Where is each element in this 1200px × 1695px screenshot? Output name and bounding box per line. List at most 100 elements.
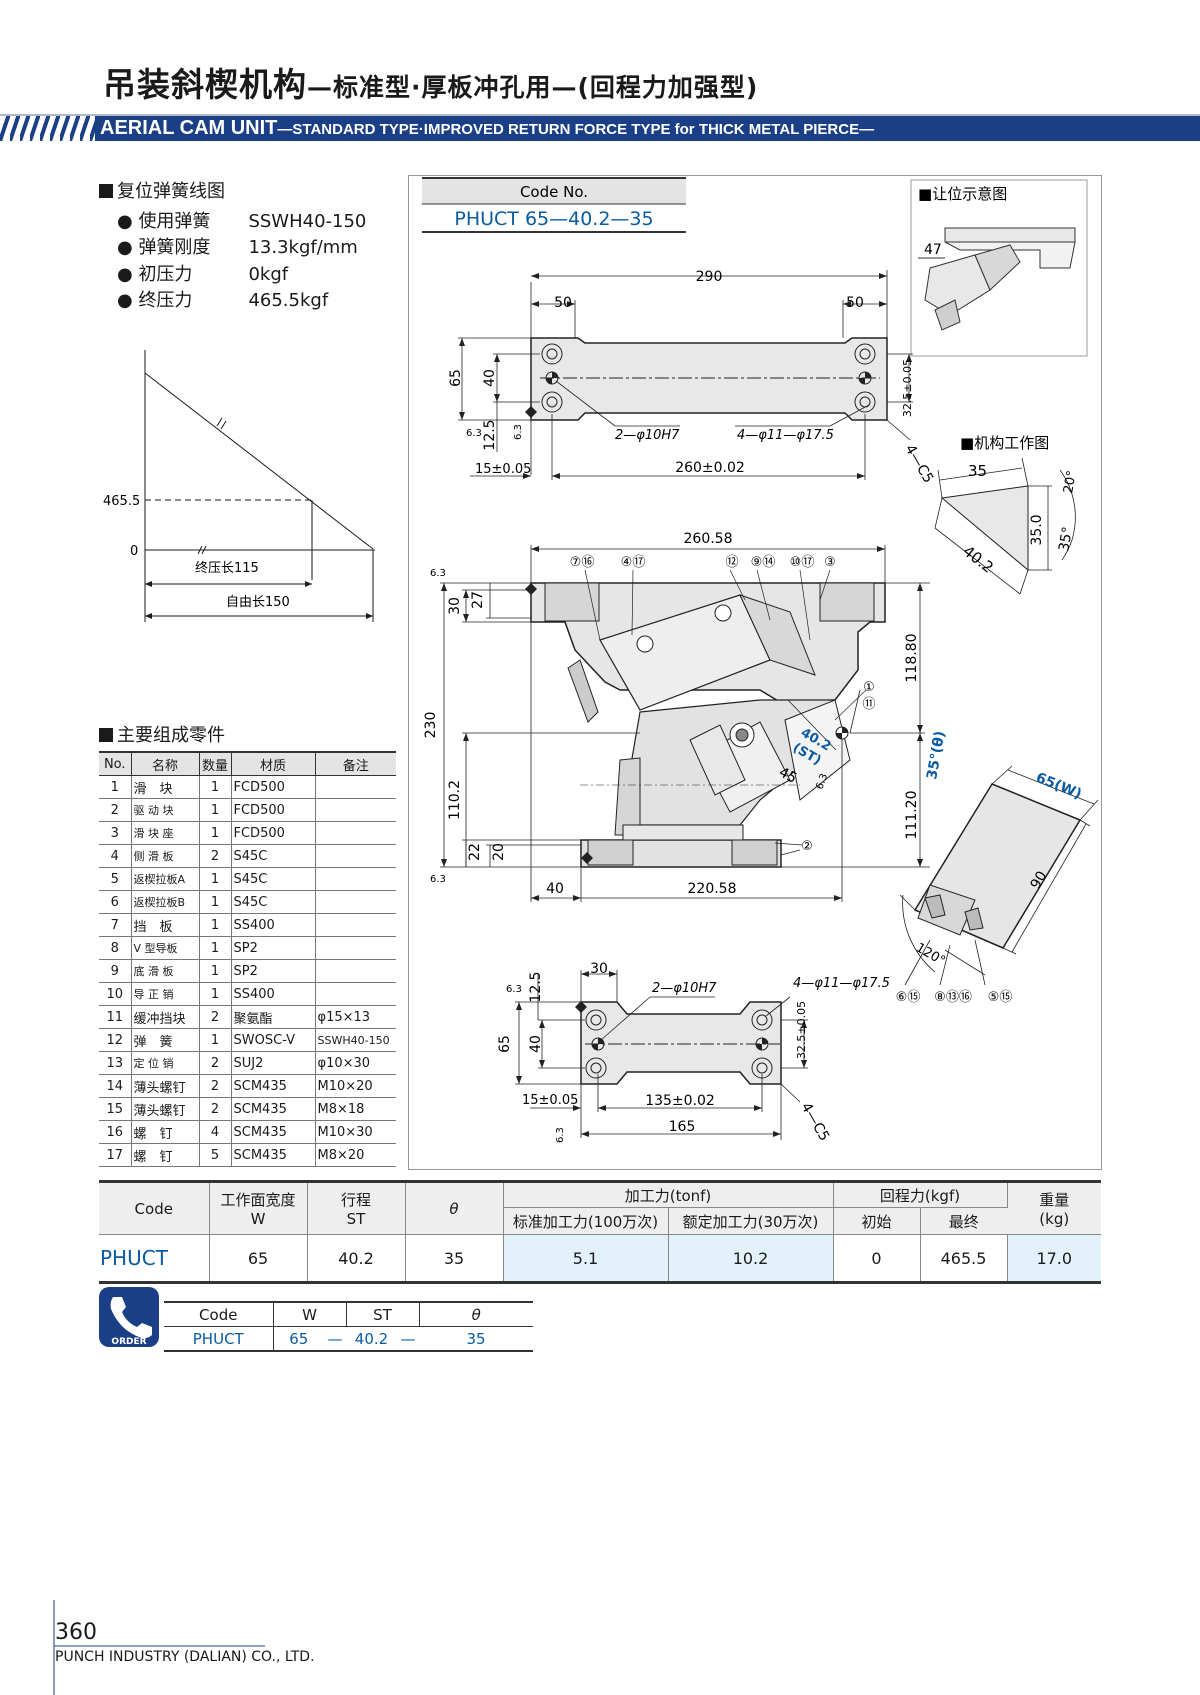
svg-text:118.80: 118.80 [904, 634, 920, 683]
table-cell: 底 滑 板 [131, 959, 200, 983]
svg-text:35°(θ): 35°(θ) [924, 730, 948, 781]
table-cell: M8×18 [315, 1097, 396, 1121]
table-cell: 弹 簧 [131, 1028, 200, 1052]
svg-text:135±0.02: 135±0.02 [645, 1093, 715, 1109]
callout: ② [801, 839, 813, 854]
table-cell: 4 [199, 1120, 232, 1144]
table-cell: SUJ2 [231, 1051, 316, 1075]
table-cell: M10×20 [315, 1074, 396, 1098]
order-icon: ORDER [99, 1287, 159, 1347]
svg-text:35.0: 35.0 [1029, 514, 1045, 545]
table-cell: 聚氨酯 [231, 1005, 316, 1029]
table-cell: 返楔拉板A [131, 867, 200, 891]
title-main: 吊装斜楔机构 [103, 65, 307, 104]
table-cell: S45C [231, 890, 316, 914]
svg-text:6.3: 6.3 [513, 424, 524, 440]
svg-text:12.5: 12.5 [528, 971, 544, 1002]
svg-text:260.58: 260.58 [684, 531, 733, 547]
svg-text:6.3: 6.3 [430, 874, 446, 885]
svg-text:20: 20 [491, 843, 507, 861]
table-cell: 7 [99, 913, 132, 937]
table-cell [315, 959, 396, 983]
table-cell: 6 [99, 890, 132, 914]
callout: ⑫ [725, 555, 738, 570]
table-cell: 9 [99, 959, 132, 983]
table-cell: 2 [99, 798, 132, 822]
table-cell: SCM435 [231, 1120, 316, 1144]
svg-text:6.3: 6.3 [555, 1127, 566, 1143]
svg-text:40: 40 [528, 1035, 544, 1053]
svg-text:165: 165 [669, 1119, 696, 1135]
table-cell: FCD500 [231, 775, 316, 799]
table-cell: 1 [199, 775, 232, 799]
table-cell [315, 982, 396, 1006]
table-cell: 薄头螺钉 [131, 1097, 200, 1121]
table-cell: φ15×13 [315, 1005, 396, 1029]
table-cell: 1 [99, 775, 132, 799]
spring-heading: 复位弹簧线图 [99, 177, 225, 203]
table-cell: 14 [99, 1074, 132, 1098]
table-cell: 4 [99, 844, 132, 868]
svg-text:4—C5: 4—C5 [902, 442, 937, 486]
table-cell: 缓冲挡块 [131, 1005, 200, 1029]
svg-text:22: 22 [467, 843, 483, 861]
svg-text:260±0.02: 260±0.02 [675, 460, 745, 476]
footer-rule [53, 1600, 265, 1695]
table-cell [315, 936, 396, 960]
callout: ⑨⑭ [751, 555, 776, 570]
svg-text:220.58: 220.58 [688, 881, 737, 897]
svg-text:40: 40 [546, 881, 564, 897]
table-cell: S45C [231, 844, 316, 868]
table-cell [315, 844, 396, 868]
title-band [0, 114, 1200, 141]
col-header: 初始 [833, 1207, 921, 1235]
page-title: 吊装斜楔机构—标准型·厚板冲孔用—(回程力加强型) [103, 58, 758, 106]
svg-text:465.5: 465.5 [103, 494, 140, 509]
svg-text:65: 65 [448, 369, 464, 387]
table-cell: SCM435 [231, 1097, 316, 1121]
svg-text:27: 27 [470, 591, 486, 609]
table-cell: 2 [199, 1097, 232, 1121]
slider-side-view: 65(W) 90 120° ⑥⑮ ⑧⑬⑯ ⑤⑮ [896, 765, 1099, 1005]
table-cell: SWOSC-V [231, 1028, 316, 1052]
svg-text:15±0.05: 15±0.05 [475, 462, 531, 477]
work-diagram: 35 20° 35.0 35° 40.2 [934, 457, 1080, 595]
table-cell: 11 [99, 1005, 132, 1029]
svg-text:50: 50 [554, 295, 572, 311]
front-view: 260.58 6.3 30 27 230 110.2 22 20 40 220.… [423, 531, 948, 902]
svg-text:120°: 120° [913, 940, 948, 969]
col-header: 重量(kg) [1007, 1181, 1101, 1235]
title-en: AERIAL CAM UNIT—STANDARD TYPE·IMPROVED R… [100, 117, 875, 139]
table-cell: 1 [199, 821, 232, 845]
col-header: Code [99, 1181, 210, 1235]
table-cell: 12 [99, 1028, 132, 1052]
table-cell: M8×20 [315, 1143, 396, 1167]
svg-text:30: 30 [590, 961, 608, 977]
table-cell [315, 821, 396, 845]
table-cell: 返楔拉板B [131, 890, 200, 914]
table-cell: S45C [231, 867, 316, 891]
col-header: 加工力(tonf) [503, 1181, 834, 1208]
svg-text:40: 40 [482, 369, 498, 387]
callout: ① [863, 680, 875, 695]
table-cell: SS400 [231, 982, 316, 1006]
table-cell: 1 [199, 982, 232, 1006]
svg-text:2—φ10H7: 2—φ10H7 [615, 428, 680, 443]
callout: ⑤⑮ [988, 990, 1013, 1005]
svg-text:290: 290 [696, 269, 723, 285]
table-cell: 5 [199, 1143, 232, 1167]
